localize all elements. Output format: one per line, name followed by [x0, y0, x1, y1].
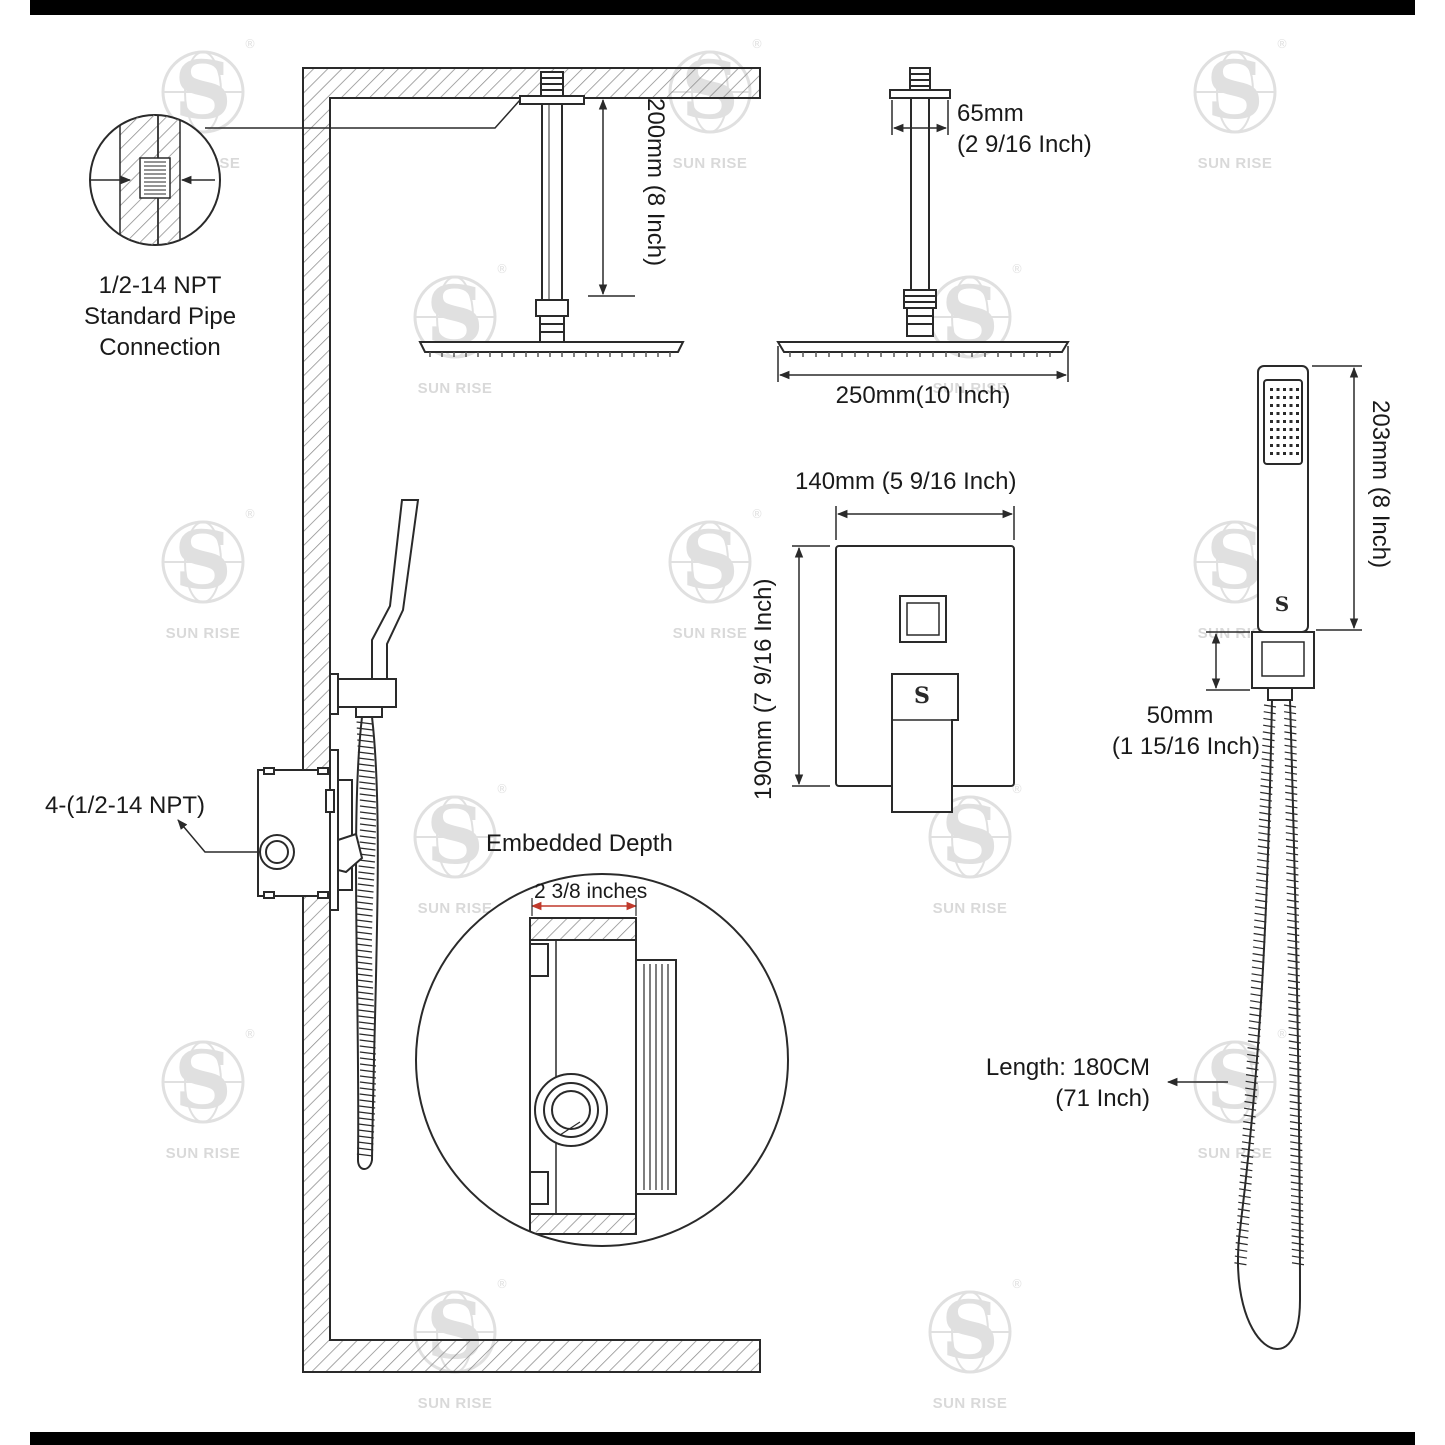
hose-length-line2: (71 Inch) [1055, 1085, 1150, 1112]
arm-diameter-mm: 65mm [957, 100, 1024, 127]
embedded-depth-title: Embedded Depth [486, 830, 673, 857]
handheld-length-label: 203mm (8 Inch) [1367, 400, 1394, 569]
embedded-depth-detail [415, 873, 789, 1247]
hose-length-label: Length: 180CM (71 Inch) [930, 1052, 1150, 1114]
inlets-label: 4-(1/2-14 NPT) [45, 792, 206, 819]
npt-label-line2: Standard Pipe [83, 303, 237, 330]
wall-hose [354, 716, 379, 1170]
handheld-hose [1234, 699, 1305, 1350]
arm-diameter-dimension [891, 100, 949, 135]
holder-label: 50mm (1 15/16 Inch) [1060, 700, 1260, 762]
bottom-border-bar [30, 1432, 1415, 1445]
arm-diameter-in: (2 9/16 Inch) [957, 131, 1092, 158]
head-width-dimension [777, 346, 1069, 382]
inlets-leader [177, 819, 260, 853]
plate-logo: S [914, 683, 930, 709]
hose-length-line1: Length: 180CM [985, 1054, 1150, 1081]
npt-label-line1: 1/2-14 NPT [98, 272, 222, 299]
npt-leader-line [205, 99, 521, 129]
holder-in: (1 15/16 Inch) [1111, 733, 1260, 760]
plate-height-label: 190mm (7 9/16 Inch) [750, 578, 777, 800]
handheld-shower [1251, 365, 1315, 701]
arm-length-label: 200mm (8 Inch) [642, 98, 669, 267]
top-border-bar [30, 0, 1415, 15]
rain-head-front-view [776, 67, 1070, 357]
holder-mm: 50mm [1146, 702, 1214, 729]
npt-detail-circle [89, 114, 221, 246]
handheld-dimensions [1166, 365, 1362, 1087]
npt-label-line3: Connection [99, 334, 221, 361]
ceiling-shower-arm [519, 71, 585, 343]
arm-length-dimension [588, 97, 635, 297]
npt-label: 1/2-14 NPT Standard Pipe Connection [40, 270, 280, 363]
valve-body [257, 749, 364, 911]
rain-shower-head [418, 341, 685, 357]
plate-width-label: 140mm (5 9/16 Inch) [795, 468, 1017, 495]
valve-trim-plate [835, 545, 1015, 813]
embedded-depth-value: 2 3/8 inches [534, 880, 648, 903]
arm-diameter-label: 65mm (2 9/16 Inch) [957, 98, 1092, 160]
wall [302, 67, 761, 1373]
handheld-logo: S [1275, 592, 1289, 616]
wall-handshower-holder [329, 499, 420, 718]
plate-dimensions [792, 506, 1015, 787]
head-width-label: 250mm(10 Inch) [835, 382, 1011, 409]
